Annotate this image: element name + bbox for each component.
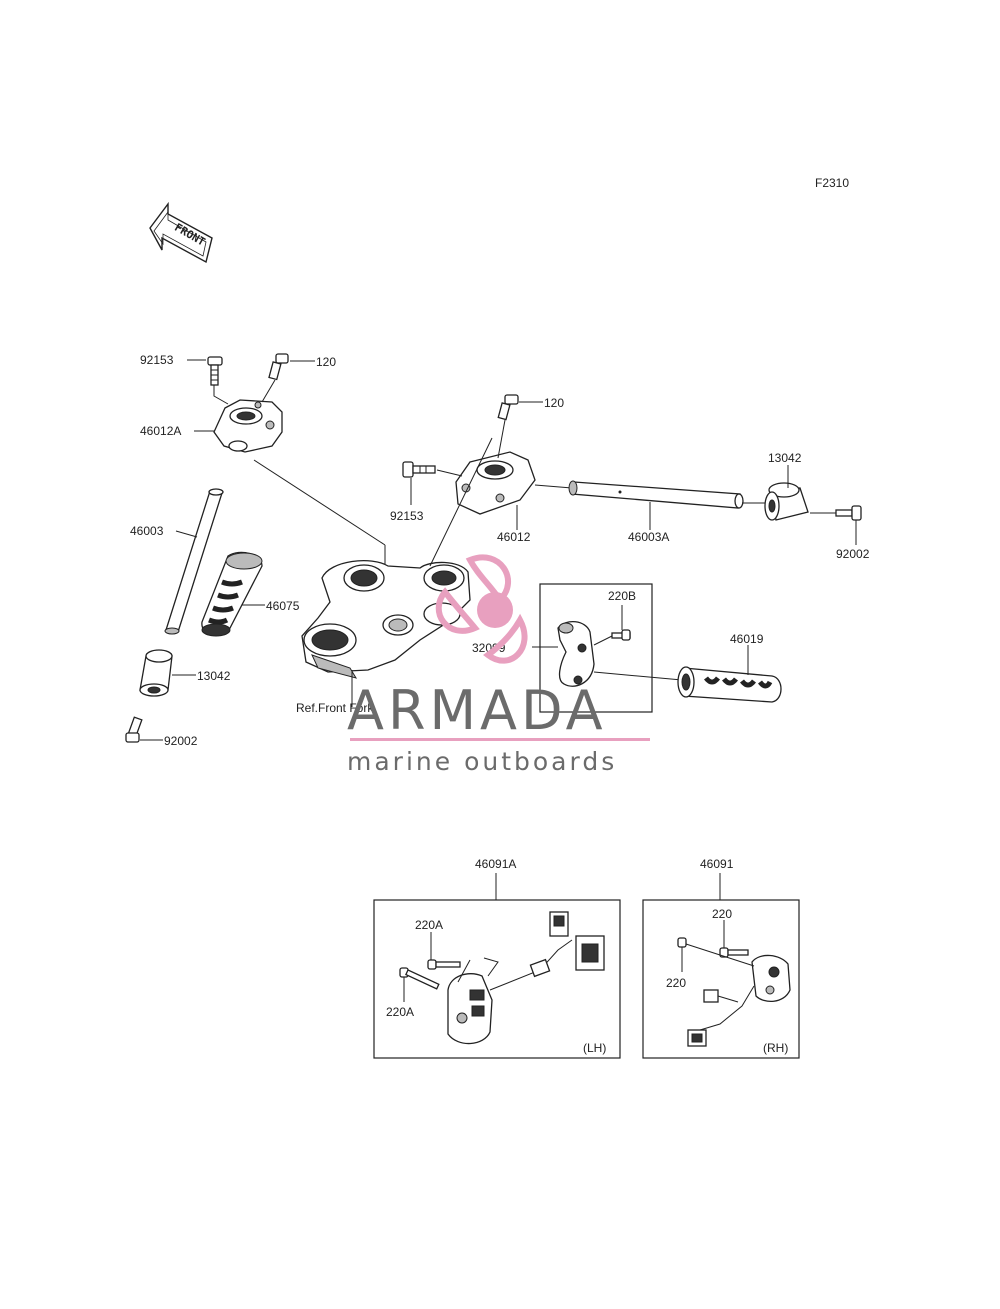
label-92153-left: 92153 (140, 353, 174, 367)
label-92002-right: 92002 (836, 547, 870, 561)
tube-46003A (568, 480, 744, 509)
label-46075: 46075 (266, 599, 300, 613)
front-arrow-icon: FRONT (149, 201, 213, 264)
screw-220A-bottom (399, 967, 440, 990)
switch-housing-rh (687, 954, 791, 1047)
rh-switch-box (642, 899, 800, 1059)
label-46003: 46003 (130, 524, 164, 538)
switch-housing-lh (447, 911, 605, 1045)
label-92002-left: 92002 (164, 734, 198, 748)
grip-46075 (201, 551, 263, 637)
watermark-brand: ARMADA (347, 679, 607, 742)
throttle-housing-32099 (557, 621, 595, 687)
lh-switch-box (373, 899, 621, 1059)
clamp-46012A (213, 399, 283, 453)
bolt-92153-right (402, 461, 436, 478)
label-ref-front-fork: Ref.Front Fork (296, 701, 374, 715)
label-46091: 46091 (700, 857, 734, 871)
watermark: ARMADA marine outboards (347, 554, 650, 776)
label-220-bottom: 220 (666, 976, 686, 990)
grip-46019 (677, 666, 782, 703)
clamp-46012 (455, 451, 536, 515)
bolt-120-right (497, 394, 519, 421)
rh-marker: (RH) (763, 1041, 788, 1055)
label-92153-right: 92153 (390, 509, 424, 523)
watermark-tagline: marine outboards (347, 747, 617, 776)
propeller-icon (435, 554, 528, 664)
label-120-left: 120 (316, 355, 336, 369)
bolt-92153-left (207, 356, 223, 386)
screw-220B (611, 629, 631, 641)
label-46019: 46019 (730, 632, 764, 646)
label-46012: 46012 (497, 530, 531, 544)
label-46091A: 46091A (475, 857, 516, 871)
label-46003A: 46003A (628, 530, 669, 544)
figure-code: F2310 (815, 176, 849, 190)
label-120-right: 120 (544, 396, 564, 410)
label-13042-left: 13042 (197, 669, 231, 683)
bolt-92002-left (125, 716, 143, 743)
label-220B: 220B (608, 589, 636, 603)
tube-46003 (164, 488, 224, 635)
label-220A-bottom: 220A (386, 1005, 414, 1019)
lh-marker: (LH) (583, 1041, 606, 1055)
throttle-housing-box (539, 583, 653, 713)
bolt-120-left (268, 353, 289, 381)
label-220-top: 220 (712, 907, 732, 921)
end-weight-13042-left (139, 649, 173, 697)
label-46012A: 46012A (140, 424, 181, 438)
end-weight-13042-right (764, 482, 809, 521)
screw-220-top (719, 947, 749, 958)
upper-triple-clamp (301, 560, 471, 679)
screw-220A-top (427, 959, 461, 970)
bolt-92002-right (835, 505, 862, 521)
label-220A-top: 220A (415, 918, 443, 932)
label-13042-right: 13042 (768, 451, 802, 465)
